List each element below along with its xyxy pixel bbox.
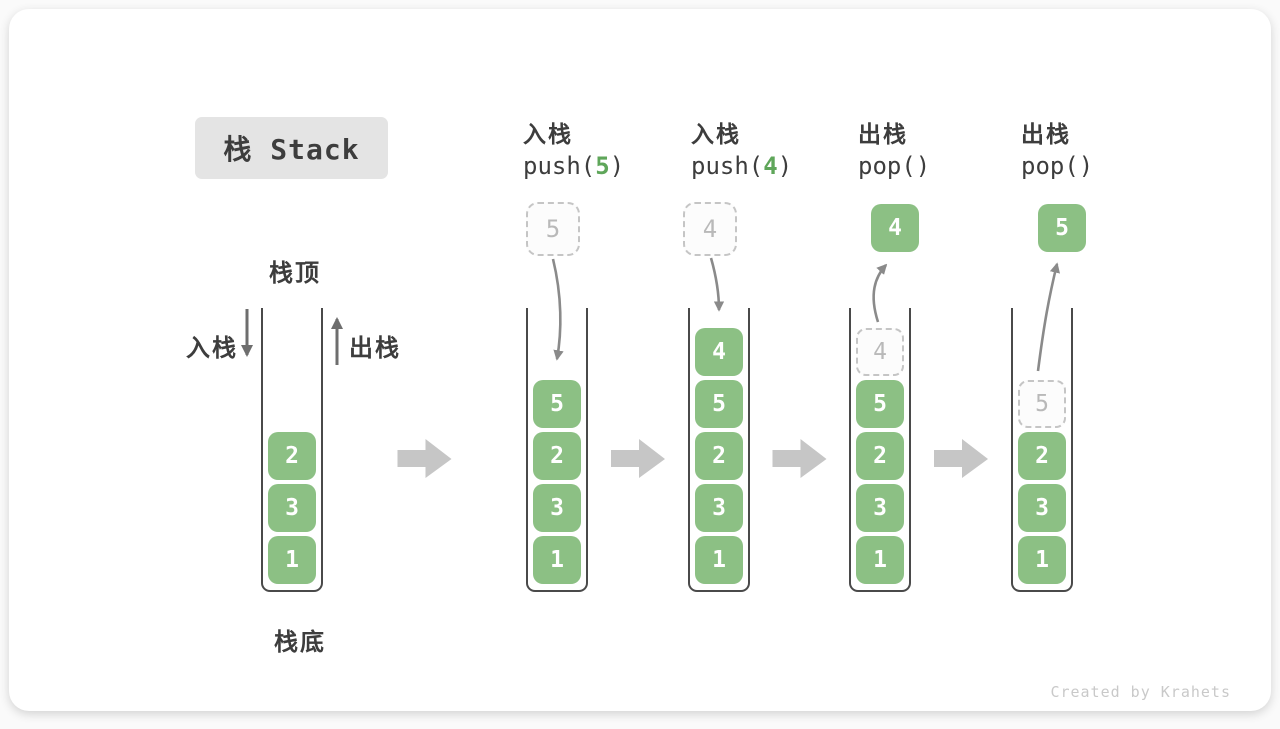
stack-cell: 1 — [1018, 536, 1066, 584]
floating-value-box: 4 — [683, 202, 737, 256]
stack-container — [526, 308, 588, 592]
stack-container — [849, 308, 911, 592]
push-4-arrow-icon — [709, 257, 725, 312]
stack-cell: 2 — [268, 432, 316, 480]
stack-cell: 3 — [856, 484, 904, 532]
code-prefix: push( — [691, 152, 764, 180]
ghost-cell: 5 — [1018, 380, 1066, 428]
stack-cell: 2 — [1018, 432, 1066, 480]
stack-cell: 5 — [856, 380, 904, 428]
code-prefix: push( — [523, 152, 596, 180]
ghost-cell: 4 — [856, 328, 904, 376]
stack-cell: 1 — [856, 536, 904, 584]
stack-cell: 3 — [268, 484, 316, 532]
code-argument: 4 — [763, 152, 778, 180]
operation-code: pop() — [1021, 152, 1093, 180]
code-argument: 5 — [595, 152, 610, 180]
block-arrow-icon — [772, 439, 827, 478]
block-arrow-icon — [397, 439, 452, 478]
block-arrow-icon — [934, 439, 988, 478]
stack-cell: 2 — [533, 432, 581, 480]
floating-value-box: 5 — [526, 202, 580, 256]
operation-label: 出栈 — [1021, 121, 1071, 147]
operation-code: pop() — [858, 152, 930, 180]
title-box: 栈 Stack — [195, 117, 388, 179]
pop-direction-label: 出栈 — [349, 335, 401, 362]
title-text: 栈 Stack — [223, 133, 360, 166]
stack-cell: 2 — [695, 432, 743, 480]
code-suffix: ) — [777, 152, 793, 180]
stack-cell: 3 — [695, 484, 743, 532]
code-suffix: ) — [1078, 152, 1094, 180]
operation-code: push(4) — [691, 152, 792, 180]
stack-top-label: 栈顶 — [269, 260, 321, 287]
stack-bottom-label: 栈底 — [274, 629, 326, 656]
floating-value-box: 4 — [871, 204, 919, 252]
code-suffix: ) — [609, 152, 625, 180]
block-arrow-icon — [611, 439, 665, 478]
stack-cell: 5 — [695, 380, 743, 428]
stack-container — [1011, 308, 1073, 592]
stack-cell: 1 — [268, 536, 316, 584]
push-direction-label: 入栈 — [186, 335, 238, 362]
code-prefix: pop( — [858, 152, 916, 180]
operation-code: push(5) — [523, 152, 624, 180]
stack-cell: 1 — [695, 536, 743, 584]
stack-container — [688, 308, 750, 592]
stack-cell: 3 — [1018, 484, 1066, 532]
stack-container — [261, 308, 323, 592]
floating-value-box: 5 — [1038, 204, 1086, 252]
operation-label: 入栈 — [523, 121, 573, 147]
stack-cell: 4 — [695, 328, 743, 376]
operation-label: 出栈 — [858, 121, 908, 147]
stack-cell: 2 — [856, 432, 904, 480]
code-suffix: ) — [915, 152, 931, 180]
stack-cell: 1 — [533, 536, 581, 584]
operation-label: 入栈 — [691, 121, 741, 147]
stack-cell: 5 — [533, 380, 581, 428]
code-prefix: pop( — [1021, 152, 1079, 180]
stack-cell: 3 — [533, 484, 581, 532]
watermark: Created by Krahets — [1050, 683, 1231, 701]
